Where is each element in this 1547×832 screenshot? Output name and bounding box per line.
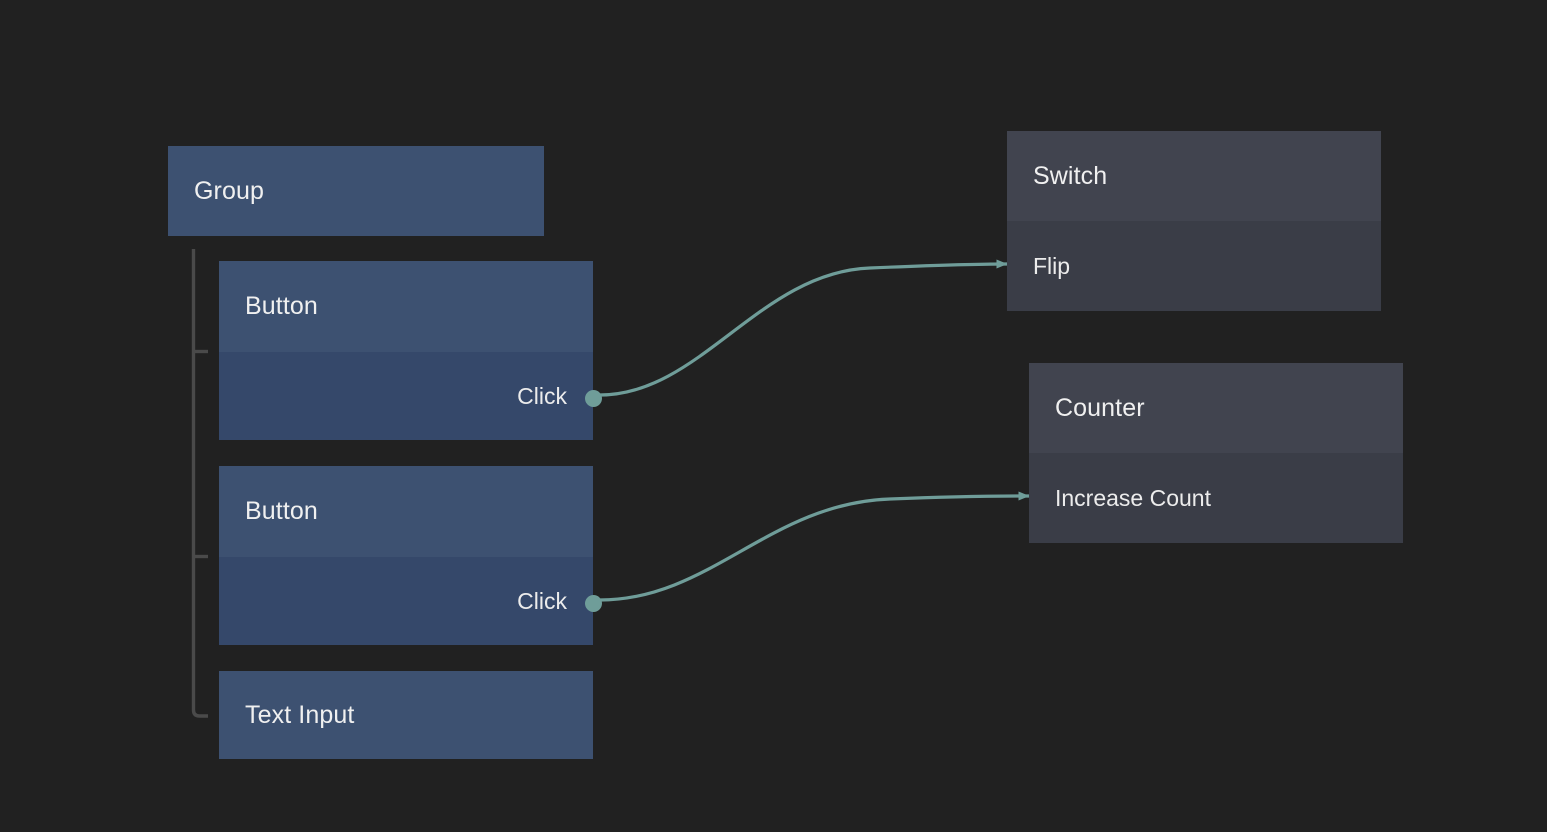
output-port-click-icon[interactable]: [584, 390, 602, 407]
node-counter-header: Counter: [1029, 363, 1403, 453]
node-button-two-title: Button: [245, 497, 318, 525]
node-button-two-port-label: Click: [517, 587, 567, 614]
node-button-two-output-row[interactable]: Click: [219, 557, 602, 645]
node-switch-input-label: Flip: [1033, 252, 1071, 279]
node-button-two-header: Button: [219, 466, 593, 557]
edge-button-click-to-counter-increase: [598, 491, 1031, 602]
node-text-input-header: Text Input: [219, 671, 593, 759]
node-switch-title: Switch: [1033, 161, 1108, 190]
node-button-one-title: Button: [245, 292, 318, 320]
node-button-one-port-label: Click: [517, 382, 567, 409]
node-button-two[interactable]: Button Click: [219, 466, 602, 645]
node-button-one-output-row[interactable]: Click: [219, 352, 602, 440]
node-text-input[interactable]: Text Input: [219, 671, 593, 759]
node-group[interactable]: Group: [168, 146, 544, 236]
node-counter-input-row[interactable]: Increase Count: [1029, 453, 1403, 543]
node-text-input-title: Text Input: [245, 700, 355, 729]
node-counter-title: Counter: [1055, 393, 1145, 422]
node-counter[interactable]: Counter Increase Count: [1029, 363, 1403, 543]
tree-trunk-line: [191, 249, 208, 718]
output-port-click-icon[interactable]: [584, 595, 602, 612]
node-switch[interactable]: Switch Flip: [1007, 131, 1381, 311]
edge-button-click-to-switch-flip: [598, 259, 1009, 397]
node-group-header: Group: [168, 146, 544, 236]
node-switch-header: Switch: [1007, 131, 1381, 221]
node-group-title: Group: [194, 176, 264, 205]
node-switch-input-row[interactable]: Flip: [1007, 221, 1381, 311]
node-button-one[interactable]: Button Click: [219, 261, 602, 440]
node-counter-input-label: Increase Count: [1055, 484, 1211, 511]
node-button-one-header: Button: [219, 261, 593, 352]
